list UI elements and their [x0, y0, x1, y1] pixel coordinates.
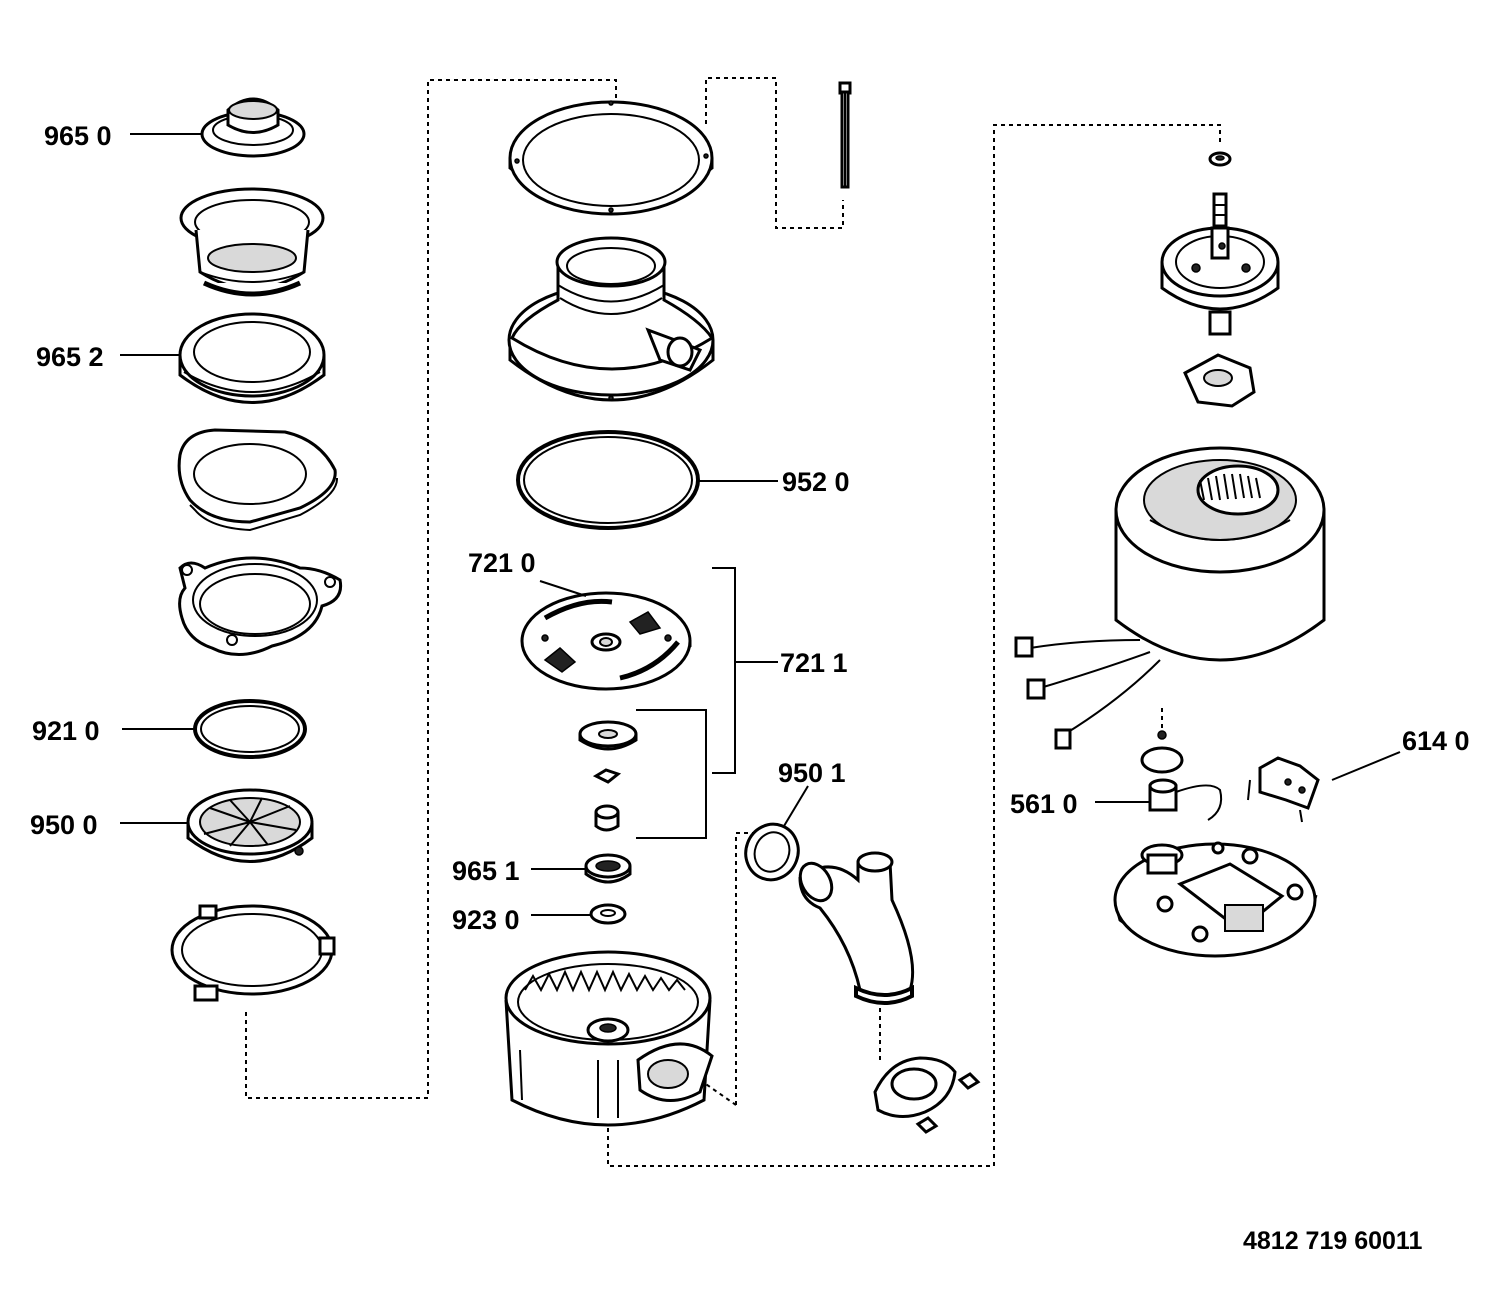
label-561-0: 561 0: [1010, 789, 1078, 819]
top-mounting-ring-part: [508, 100, 714, 216]
switch-part-561-0: [1140, 730, 1223, 821]
top-nut-part: [1208, 151, 1232, 167]
motor-base-plate-part: [1113, 841, 1318, 958]
o-ring-part-921-0: [193, 699, 307, 759]
clamp-ring-part: [170, 904, 336, 1002]
washer-part-923-0: [589, 903, 627, 925]
splash-guard-part-950-0: [186, 788, 314, 863]
motor-wire-leads: [1014, 636, 1161, 750]
label-952-0: 952 0: [782, 467, 850, 497]
discharge-elbow-part: [798, 851, 915, 1005]
label-721-1: 721 1: [780, 648, 848, 678]
bearing-part-965-1: [584, 853, 632, 884]
label-965-1: 965 1: [452, 856, 520, 886]
diagram-id: 4812 719 60011: [1243, 1227, 1422, 1255]
label-950-1: 950 1: [778, 758, 846, 788]
sink-flange-part: [179, 187, 325, 297]
label-923-0: 923 0: [452, 905, 520, 935]
hopper-part: [507, 236, 715, 402]
small-washer-parts: [578, 720, 638, 832]
part-labels: 965 0 965 2 921 0 950 0 952 0 721 0 721 …: [30, 121, 1470, 1255]
gasket-part-950-1: [744, 822, 800, 882]
bolt-part: [838, 81, 852, 189]
label-721-0: 721 0: [468, 548, 536, 578]
terminal-block-part-614-0: [1247, 756, 1320, 823]
label-950-0: 950 0: [30, 810, 98, 840]
mounting-ring-with-tabs-part: [178, 556, 343, 657]
label-965-0: 965 0: [44, 121, 112, 151]
grinding-chamber-part: [504, 950, 714, 1127]
rotor-part: [1160, 192, 1280, 336]
label-614-0: 614 0: [1402, 726, 1470, 756]
label-921-0: 921 0: [32, 716, 100, 746]
label-965-2: 965 2: [36, 342, 104, 372]
large-o-ring-part-952-0: [516, 430, 700, 530]
label-leader-lines: [120, 133, 1401, 916]
motor-stator-part: [1114, 446, 1326, 662]
assembly-guide-lines: [245, 77, 1221, 1167]
bearing-bracket-part: [1183, 353, 1256, 408]
grinding-plate-part-721-0: [520, 591, 692, 691]
triangular-backup-flange-part: [177, 428, 339, 532]
stopper-part-965-0: [200, 97, 306, 158]
mounting-ring-part-965-2: [178, 312, 326, 404]
elbow-flange-part: [873, 1056, 981, 1134]
